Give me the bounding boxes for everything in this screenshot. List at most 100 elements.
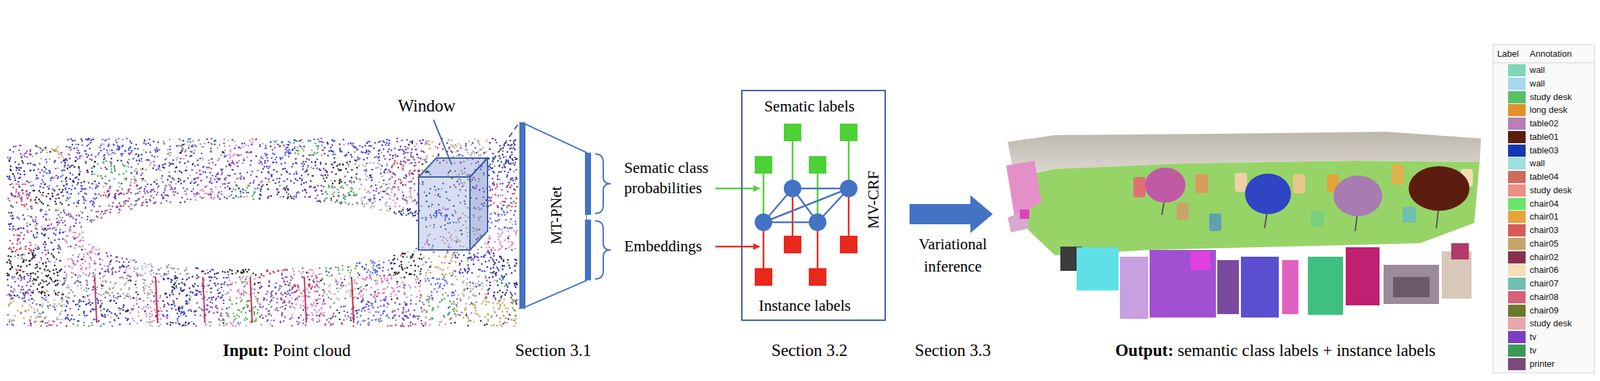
point-cloud-part bbox=[43, 249, 46, 252]
point-cloud-part bbox=[307, 173, 310, 176]
point-cloud-part bbox=[98, 146, 101, 149]
point-cloud-part bbox=[73, 295, 76, 298]
point-cloud-part bbox=[109, 185, 112, 188]
point-cloud-part bbox=[413, 165, 416, 168]
point-cloud-part bbox=[169, 154, 172, 157]
point-cloud-part bbox=[386, 325, 389, 328]
point-cloud-part bbox=[129, 181, 132, 184]
point-cloud-part bbox=[270, 306, 273, 309]
point-cloud-part bbox=[223, 281, 226, 285]
point-cloud-part bbox=[120, 288, 123, 291]
point-cloud-part bbox=[372, 261, 375, 264]
point-cloud-part bbox=[54, 239, 57, 242]
point-cloud-part bbox=[10, 256, 13, 259]
point-cloud-part bbox=[44, 322, 47, 325]
point-cloud-part bbox=[185, 166, 188, 169]
point-cloud-part bbox=[169, 324, 172, 327]
point-cloud-part bbox=[43, 298, 46, 301]
point-cloud-part bbox=[505, 273, 508, 276]
point-cloud-part bbox=[337, 269, 340, 272]
point-cloud-part bbox=[391, 157, 394, 160]
point-cloud-part bbox=[285, 170, 288, 173]
point-cloud-part bbox=[109, 211, 112, 214]
point-cloud-part bbox=[347, 163, 350, 166]
point-cloud-part bbox=[220, 284, 223, 287]
point-cloud-part bbox=[378, 311, 381, 314]
point-cloud-part bbox=[24, 248, 27, 251]
point-cloud-part bbox=[54, 265, 57, 268]
point-cloud-part bbox=[469, 288, 472, 291]
point-cloud-part bbox=[344, 305, 347, 308]
point-cloud-part bbox=[98, 258, 101, 261]
point-cloud-part bbox=[41, 192, 44, 195]
point-cloud-part bbox=[399, 148, 402, 151]
point-cloud-part bbox=[282, 144, 285, 147]
point-cloud-part bbox=[18, 144, 21, 147]
point-cloud-part bbox=[324, 169, 327, 172]
point-cloud-part bbox=[388, 183, 391, 186]
point-cloud-part bbox=[286, 280, 289, 283]
point-cloud-part bbox=[336, 288, 339, 291]
point-cloud-part bbox=[291, 277, 294, 280]
point-cloud-part bbox=[293, 196, 296, 199]
point-cloud-part bbox=[304, 324, 308, 327]
point-cloud-part bbox=[265, 308, 268, 311]
point-cloud-part bbox=[380, 172, 383, 175]
point-cloud-part bbox=[359, 188, 362, 191]
point-cloud-part bbox=[357, 272, 360, 275]
point-cloud-part bbox=[18, 177, 21, 180]
point-cloud-part bbox=[118, 173, 121, 176]
point-cloud-part bbox=[398, 205, 402, 208]
point-cloud-part bbox=[25, 196, 28, 199]
point-cloud-part bbox=[357, 276, 360, 279]
point-cloud-part bbox=[79, 221, 82, 224]
point-cloud-part bbox=[266, 290, 269, 293]
point-cloud-part bbox=[199, 143, 202, 146]
point-cloud-part bbox=[187, 302, 191, 305]
point-cloud-part bbox=[86, 145, 89, 148]
point-cloud-part bbox=[270, 319, 273, 322]
point-cloud-part bbox=[449, 300, 452, 303]
point-cloud-part bbox=[68, 319, 72, 322]
point-cloud-part bbox=[104, 314, 107, 317]
point-cloud-part bbox=[106, 149, 109, 152]
point-cloud-part bbox=[413, 273, 416, 276]
point-cloud-part bbox=[39, 185, 42, 188]
point-cloud-part bbox=[77, 285, 80, 288]
point-cloud-part bbox=[91, 167, 94, 170]
point-cloud-part bbox=[68, 213, 71, 216]
point-cloud-part bbox=[127, 158, 130, 161]
point-cloud-part bbox=[50, 324, 53, 327]
point-cloud-part bbox=[330, 146, 333, 149]
point-cloud-part bbox=[15, 169, 18, 172]
point-cloud-part bbox=[8, 175, 11, 178]
point-cloud-part bbox=[130, 172, 133, 175]
point-cloud-part bbox=[282, 320, 285, 323]
point-cloud-part bbox=[115, 302, 118, 305]
point-cloud-part bbox=[77, 181, 80, 184]
point-cloud-part bbox=[85, 153, 88, 156]
point-cloud-part bbox=[54, 200, 57, 203]
point-cloud-part bbox=[298, 317, 301, 320]
point-cloud-part bbox=[140, 158, 143, 161]
point-cloud-part bbox=[119, 309, 122, 312]
point-cloud-part bbox=[54, 261, 57, 264]
point-cloud-part bbox=[306, 288, 309, 291]
point-cloud-part bbox=[254, 274, 257, 277]
point-cloud-part bbox=[211, 302, 214, 305]
point-cloud-part bbox=[85, 287, 88, 290]
point-cloud-part bbox=[369, 260, 372, 263]
point-cloud-part bbox=[43, 166, 46, 169]
point-cloud-part bbox=[91, 173, 94, 176]
point-cloud-part bbox=[345, 291, 348, 294]
point-cloud-part bbox=[144, 143, 147, 146]
point-cloud-part bbox=[369, 271, 372, 274]
point-cloud-part bbox=[41, 279, 44, 282]
point-cloud-part bbox=[39, 257, 42, 260]
point-cloud-part bbox=[153, 190, 156, 193]
point-cloud-part bbox=[14, 229, 17, 232]
point-cloud-part bbox=[24, 246, 27, 249]
point-cloud-part bbox=[402, 198, 405, 201]
point-cloud-part bbox=[231, 269, 234, 272]
point-cloud-part bbox=[302, 150, 305, 153]
